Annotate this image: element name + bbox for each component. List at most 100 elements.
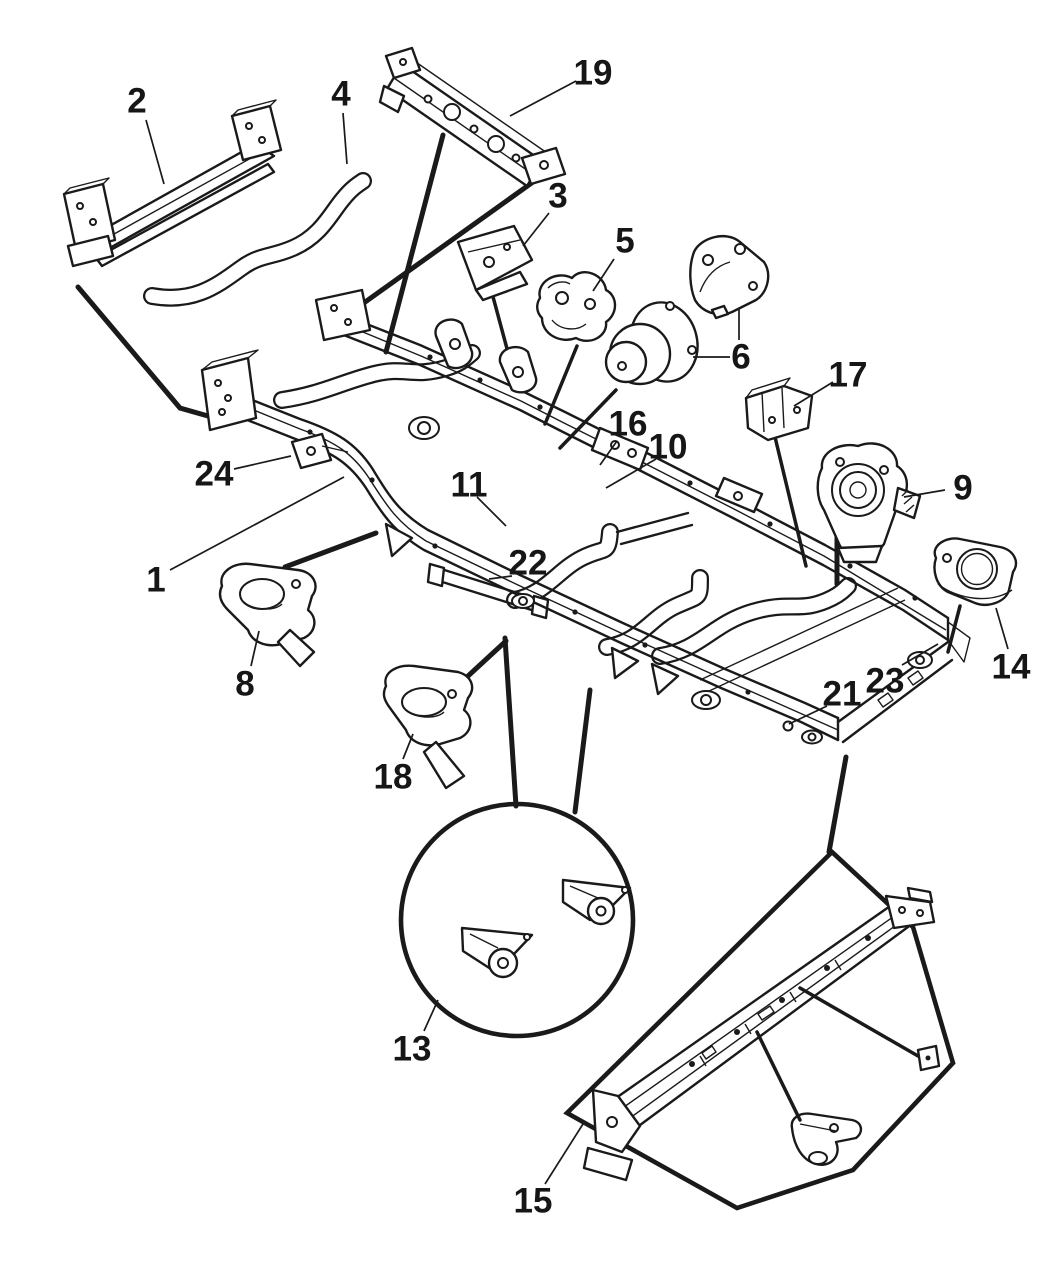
callout-leader-line: [522, 212, 550, 247]
callout-number-24: 24: [195, 455, 234, 494]
detail-polygon-15: [563, 848, 956, 1211]
callout-leader-line: [544, 1123, 584, 1185]
attachment-line: [946, 604, 962, 654]
callout-8: 8: [235, 630, 260, 704]
frame-mount-towers: [434, 318, 764, 514]
callout-13: 13: [393, 999, 439, 1069]
part-5-mount-bracket: [536, 271, 617, 343]
callout-number-3: 3: [548, 177, 567, 216]
attachment-line: [282, 530, 379, 570]
attachment-line: [502, 635, 519, 809]
callout-number-8: 8: [235, 665, 254, 704]
callout-leader-line: [145, 119, 165, 185]
frame-steering-mount: [290, 416, 440, 470]
attachment-line: [337, 174, 543, 323]
callout-number-16: 16: [609, 405, 648, 444]
callout-19: 19: [509, 54, 613, 117]
callout-24: 24: [195, 455, 292, 494]
callout-number-17: 17: [829, 356, 868, 395]
attachment-line: [755, 1030, 802, 1122]
callout-3: 3: [522, 177, 568, 247]
detail-13-bracket-lower: [460, 926, 534, 979]
frame-hangers: [384, 522, 680, 696]
callout-number-13: 13: [393, 1030, 432, 1069]
callout-leader-line: [605, 458, 657, 489]
callout-number-4: 4: [331, 75, 351, 114]
callout-number-2: 2: [127, 82, 146, 121]
callout-number-11: 11: [451, 466, 488, 505]
part-19-front-crossmember: [378, 46, 567, 188]
callout-leader-line: [423, 999, 439, 1032]
attachment-line: [826, 754, 849, 855]
attachment-line: [383, 132, 446, 355]
part-17-clip-bracket: [744, 377, 814, 442]
callout-22: 22: [488, 544, 548, 583]
callout-number-14: 14: [992, 648, 1031, 687]
callout-leader-line: [169, 476, 345, 571]
callout-1: 1: [146, 476, 345, 600]
detail-13-bracket-upper: [561, 878, 632, 926]
part-2-sill-rail: [62, 99, 283, 268]
callout-leader-line: [901, 643, 939, 666]
detail-15-nut-plate: [916, 1044, 941, 1072]
callout-number-9: 9: [953, 469, 972, 508]
callout-leader-line: [476, 496, 507, 527]
callout-number-23: 23: [866, 662, 905, 701]
callout-15: 15: [514, 1123, 584, 1221]
callout-leader-line: [509, 80, 577, 117]
detail-15-crossmember: [582, 886, 936, 1182]
part-3-bracket: [456, 224, 534, 302]
callout-16: 16: [599, 405, 648, 466]
callout-leader-line: [402, 733, 414, 760]
callout-leader-line: [599, 440, 618, 466]
callout-leader-line: [592, 258, 615, 292]
callout-17: 17: [793, 356, 868, 407]
callout-leader-line: [250, 630, 260, 667]
callout-14: 14: [992, 607, 1031, 687]
callout-leader-line: [793, 381, 834, 407]
frame-assembly-sketch: [200, 288, 971, 745]
callout-number-21: 21: [823, 675, 862, 714]
callout-leader-line: [488, 575, 513, 580]
callout-5: 5: [592, 222, 635, 292]
attachment-line: [773, 435, 808, 568]
detail-circle-13: [398, 801, 636, 1039]
part-6-body-mount: [604, 235, 770, 386]
part-18-body-mount-bracket: [382, 664, 474, 790]
callout-21: 21: [788, 675, 862, 725]
callout-leader-line: [788, 705, 828, 725]
callout-18: 18: [374, 733, 414, 797]
detail-15-small-bracket: [790, 1112, 863, 1166]
part-4-tube-crossmember: [143, 172, 372, 307]
callout-leader-line: [342, 112, 348, 165]
part-14-mount-plate: [933, 537, 1018, 606]
callout-number-18: 18: [374, 758, 413, 797]
attachment-line: [75, 284, 225, 423]
callout-number-15: 15: [514, 1182, 553, 1221]
frame-body-mount-tabs: [511, 593, 933, 745]
callout-6: 6: [693, 309, 751, 377]
callout-leader-line: [995, 607, 1009, 650]
callout-4: 4: [331, 75, 351, 165]
callout-2: 2: [127, 82, 165, 185]
callout-10: 10: [605, 428, 688, 489]
callout-9: 9: [903, 469, 973, 508]
attachment-line: [543, 344, 579, 426]
callout-number-10: 10: [649, 428, 688, 467]
callout-number-22: 22: [509, 544, 548, 583]
callout-11: 11: [451, 466, 507, 527]
part-8-body-mount-bracket: [218, 562, 317, 668]
part-9-spring-seat-mount: [816, 442, 922, 564]
attachment-line: [798, 986, 920, 1058]
frame-front-brackets: [200, 288, 372, 432]
attachment-line: [572, 687, 593, 815]
callout-leader-line: [233, 455, 292, 470]
callout-number-6: 6: [731, 338, 750, 377]
callout-23: 23: [866, 643, 939, 701]
attachment-line: [558, 388, 618, 450]
callout-number-19: 19: [574, 54, 613, 93]
callout-number-5: 5: [615, 222, 634, 261]
